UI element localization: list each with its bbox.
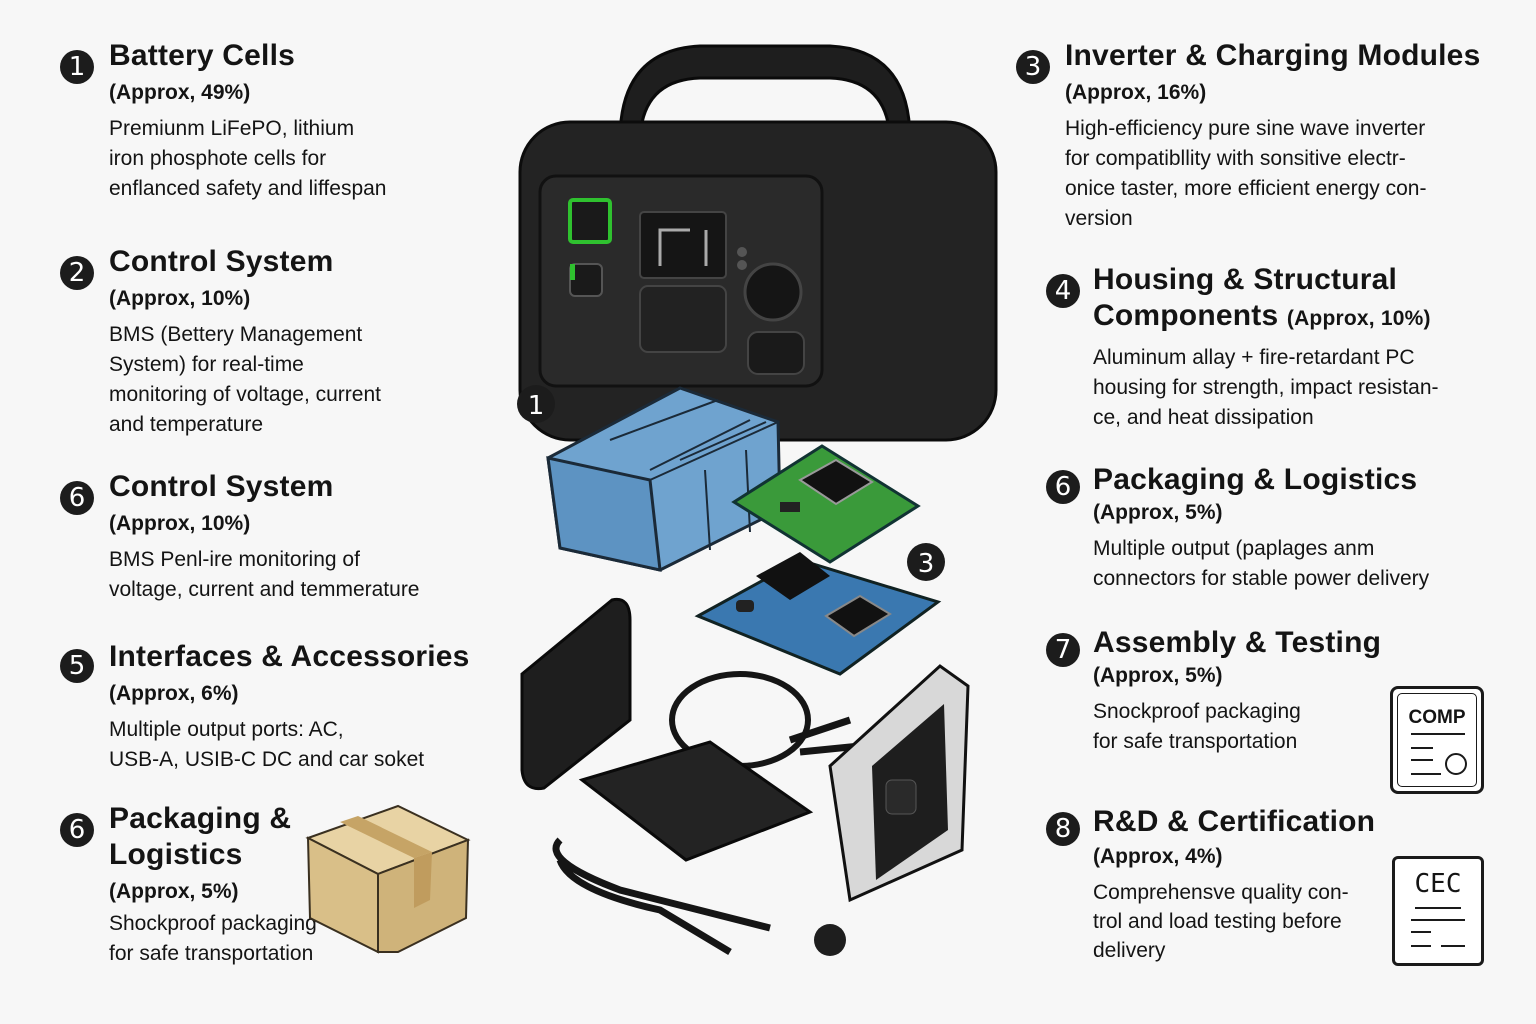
section-inverter: 3 Inverter & Charging Modules (Approx, 1… xyxy=(1016,38,1480,234)
side-panel-right xyxy=(828,664,970,903)
diagram-label-inverter: 3 xyxy=(918,549,935,579)
control-board-pcb xyxy=(731,444,921,564)
section-title: Control System xyxy=(109,245,334,278)
diagram-label-battery: 1 xyxy=(528,391,545,421)
battery-cells xyxy=(546,386,782,572)
section-title-line2: Components (Approx, 10%) xyxy=(1093,298,1439,337)
section-rd-certification: 8 R&D & Certification (Approx, 4%) Compr… xyxy=(1046,804,1375,965)
section-desc: Comprehensve quality con- trol and load … xyxy=(1093,881,1349,962)
cardboard-box-illustration xyxy=(305,804,471,954)
section-percent: (Approx, 4%) xyxy=(1093,845,1223,868)
number-badge: 7 xyxy=(1046,633,1080,667)
section-packaging-left: 6 Packaging & Logistics (Approx, 5%) Sho… xyxy=(60,801,317,969)
card-lines xyxy=(1411,759,1433,761)
section-title: Interfaces & Accessories xyxy=(109,640,470,673)
number-badge: 6 xyxy=(1046,470,1080,504)
number-badge: 5 xyxy=(60,649,94,683)
section-assembly: 7 Assembly & Testing (Approx, 5%) Snockp… xyxy=(1046,625,1381,757)
card-lines xyxy=(1411,919,1465,921)
section-percent: (Approx, 5%) xyxy=(1093,664,1223,687)
section-percent: (Approx, 5%) xyxy=(109,880,239,903)
power-button xyxy=(568,198,612,244)
section-percent: (Approx, 6%) xyxy=(109,682,239,705)
charging-cable xyxy=(552,837,771,956)
section-desc: Multiple output ports: AC, USB-A, USIB-C… xyxy=(109,718,425,771)
section-title-line2: Logistics xyxy=(109,838,243,871)
section-title: Packaging & Logistics xyxy=(1093,463,1418,496)
section-title: R&D & Certification xyxy=(1093,805,1376,838)
inverter-board-pcb xyxy=(694,552,942,676)
side-panel-left xyxy=(520,597,632,791)
section-percent: (Approx, 10%) xyxy=(109,512,251,535)
number-badge: 6 xyxy=(60,481,94,515)
section-title: Inverter & Charging Modules xyxy=(1065,39,1481,72)
section-control-system-2: 6 Control System (Approx, 10%) BMS Penl-… xyxy=(60,469,420,605)
section-percent: (Approx, 10%) xyxy=(109,287,251,310)
section-desc: Aluminum allay + fire-retardant PC housi… xyxy=(1093,346,1439,429)
comp-label: COMP xyxy=(1408,707,1466,728)
number-badge: 4 xyxy=(1046,274,1080,308)
title-text: Components xyxy=(1093,299,1279,332)
card-lines xyxy=(1411,733,1465,735)
section-desc: BMS Penl-ire monitoring of voltage, curr… xyxy=(109,548,420,601)
section-title: Control System xyxy=(109,470,334,503)
section-housing: 4 Housing & Structural Components (Appro… xyxy=(1046,262,1439,433)
section-percent: (Approx, 49%) xyxy=(109,81,251,104)
card-lines xyxy=(1441,945,1465,947)
section-desc: Multiple output (paplages anm connectors… xyxy=(1093,537,1430,590)
section-interfaces: 5 Interfaces & Accessories (Approx, 6%) … xyxy=(60,639,470,775)
card-lines xyxy=(1411,773,1441,775)
cec-cert-card: CEC xyxy=(1392,856,1484,966)
battery-pad xyxy=(578,740,814,862)
power-station-exploded-view: 1 3 xyxy=(517,44,998,956)
cec-label: CEC xyxy=(1414,869,1462,899)
section-title: Packaging & xyxy=(109,802,292,835)
section-desc: High-efficiency pure sine wave inverter … xyxy=(1065,117,1427,230)
clock-icon xyxy=(1445,753,1467,775)
section-desc: Premiunm LiFePO, lithium iron phosphote … xyxy=(109,117,387,200)
section-battery-cells: 1 Battery Cells (Approx, 49%) Premiunm L… xyxy=(60,38,386,204)
section-title: Battery Cells xyxy=(109,39,296,72)
rubber-foot xyxy=(814,924,846,956)
section-packaging-right: 6 Packaging & Logistics (Approx, 5%) Mul… xyxy=(1046,462,1429,594)
section-control-system: 2 Control System (Approx, 10%) BMS (Bett… xyxy=(60,244,381,440)
section-percent: (Approx, 10%) xyxy=(1286,307,1431,330)
section-desc: Snockproof packaging for safe transporta… xyxy=(1093,700,1301,753)
card-lines xyxy=(1411,747,1433,749)
power-station-housing xyxy=(518,44,998,442)
number-badge: 8 xyxy=(1046,812,1080,846)
section-title: Housing & Structural xyxy=(1093,263,1398,296)
section-title: Assembly & Testing xyxy=(1093,626,1382,659)
number-badge: 3 xyxy=(1016,50,1050,84)
comp-cert-card: COMP xyxy=(1390,686,1484,794)
section-desc: Shockproof packaging for safe transporta… xyxy=(109,912,317,965)
card-lines xyxy=(1411,945,1431,947)
card-lines xyxy=(1415,907,1461,909)
card-lines xyxy=(1411,931,1431,933)
number-badge: 1 xyxy=(60,50,94,84)
number-badge: 2 xyxy=(60,256,94,290)
section-percent: (Approx, 16%) xyxy=(1065,81,1207,104)
display-screen xyxy=(639,211,727,279)
number-badge: 6 xyxy=(60,813,94,847)
section-percent: (Approx, 5%) xyxy=(1093,501,1223,524)
section-desc: BMS (Bettery Management System) for real… xyxy=(109,323,381,436)
